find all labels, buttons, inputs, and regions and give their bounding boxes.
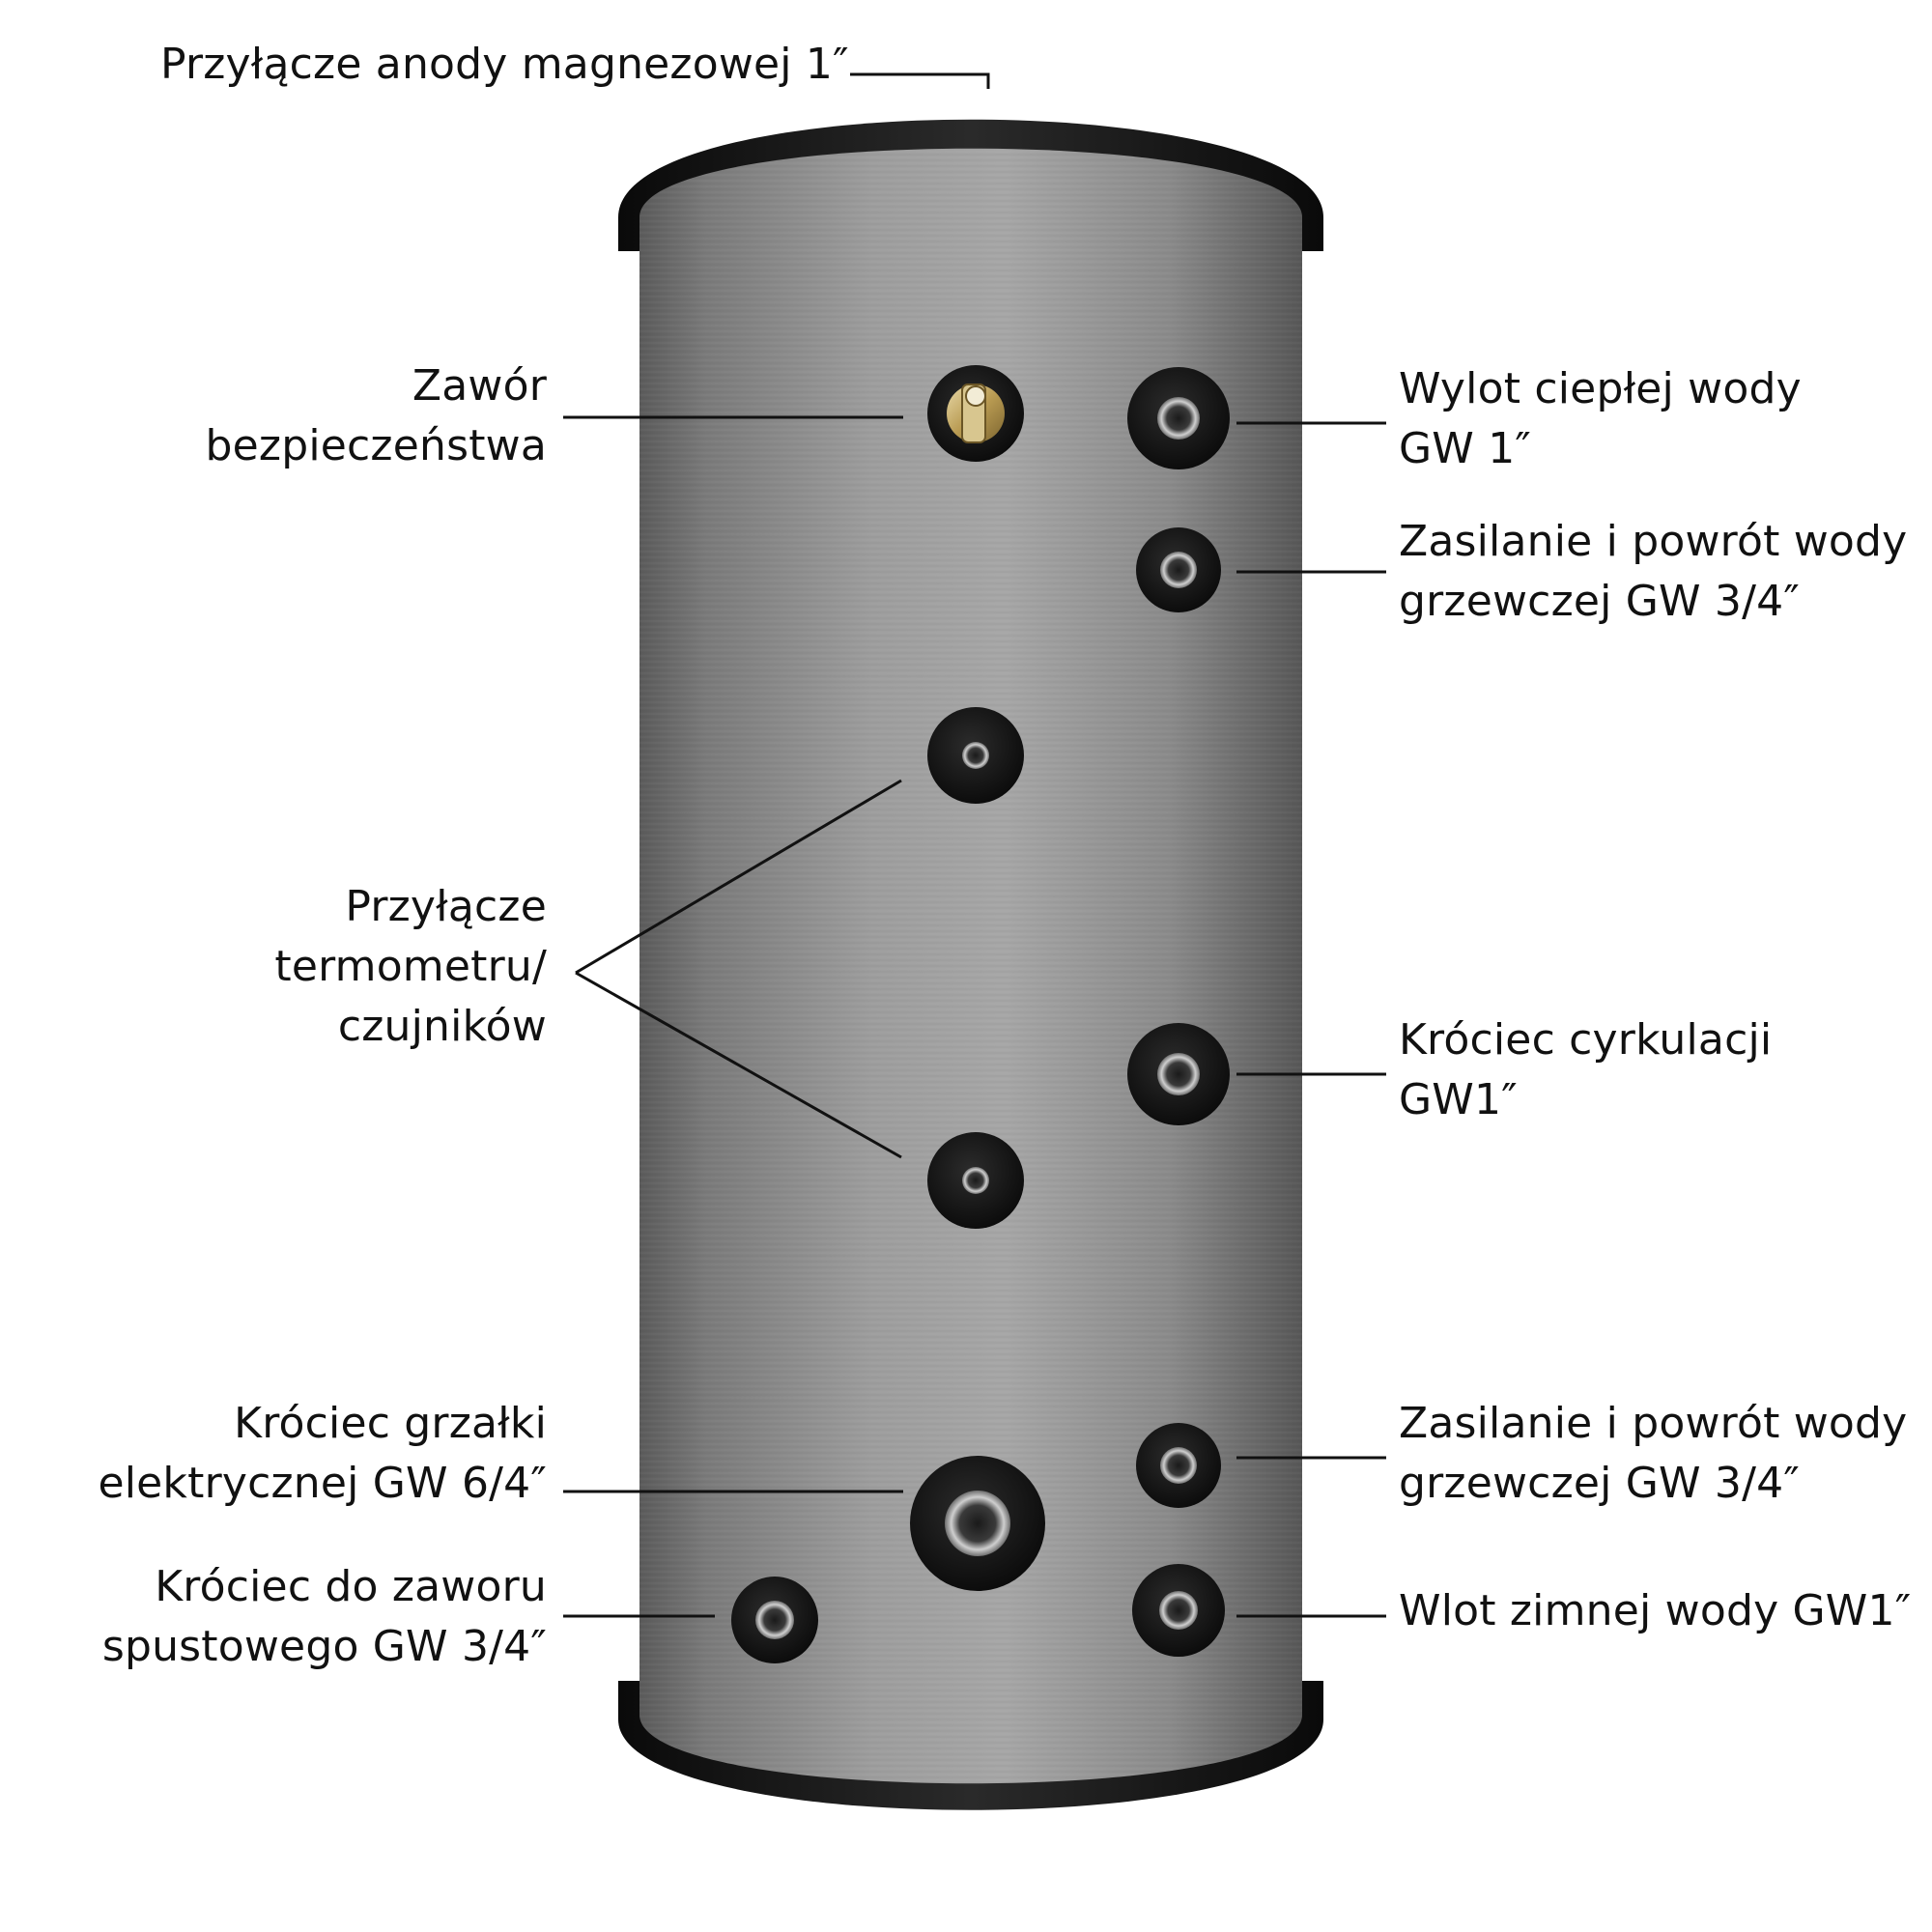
thermometer-connection-label: Przyłącze termometru/ czujników (274, 877, 547, 1057)
thermometer-lower-leader-line (575, 971, 902, 1159)
hot-water-outlet-label: Wylot ciepłej wody GW 1″ (1399, 359, 1802, 479)
hot-water-outlet-port (1127, 367, 1230, 469)
cold-water-inlet-port (1132, 1564, 1225, 1657)
safety-valve-label-line-1: Zawór (412, 361, 547, 411)
tank-body-texture (639, 148, 1302, 1784)
heating-supply-upper-port (1136, 527, 1221, 612)
heating-supply-lower-port (1136, 1423, 1221, 1508)
heating-upper-label-line-2: grzewczej GW 3/4″ (1399, 577, 1800, 626)
electric-heater-port (910, 1456, 1045, 1591)
circulation-port (1127, 1023, 1230, 1125)
heating-supply-lower-label: Zasilanie i powrót wody grzewczej GW 3/4… (1399, 1394, 1907, 1514)
anode-connection-label: Przyłącze anody magnezowej 1″ (160, 35, 849, 95)
anode-label-line-1: Przyłącze anody magnezowej 1″ (160, 40, 849, 89)
drain-valve-socket-label: Króciec do zaworu spustowego GW 3/4″ (102, 1557, 547, 1677)
heating-lower-label-line-2: grzewczej GW 3/4″ (1399, 1459, 1800, 1508)
drain-label-line-1: Króciec do zaworu (155, 1562, 547, 1611)
hot-outlet-label-line-1: Wylot ciepłej wody (1399, 364, 1802, 413)
cold-water-inlet-label: Wlot zimnej wody GW1″ (1399, 1581, 1911, 1641)
thermometer-label-line-3: czujników (337, 1002, 547, 1051)
heater-label-line-2: elektrycznej GW 6/4″ (98, 1459, 547, 1508)
circulation-label-line-1: Króciec cyrkulacji (1399, 1015, 1773, 1065)
thermometer-upper-leader-line (575, 779, 902, 975)
heating-supply-upper-label: Zasilanie i powrót wody grzewczej GW 3/4… (1399, 512, 1907, 632)
circulation-label-line-2: GW1″ (1399, 1075, 1518, 1124)
hot-outlet-label-line-2: GW 1″ (1399, 424, 1532, 473)
tank (618, 119, 1323, 1810)
safety-valve-label: Zawór bezpieczeństwa (206, 356, 548, 476)
anode-leader-line (850, 72, 990, 89)
circulation-socket-label: Króciec cyrkulacji GW1″ (1399, 1010, 1772, 1130)
heating-lower-label-line-1: Zasilanie i powrót wody (1399, 1399, 1908, 1448)
thermometer-lower-port (927, 1132, 1024, 1229)
heater-socket-label: Króciec grzałki elektrycznej GW 6/4″ (98, 1394, 547, 1514)
safety-valve-port (927, 365, 1024, 462)
thermometer-label-line-2: termometru/ (274, 942, 547, 991)
safety-valve-label-line-2: bezpieczeństwa (205, 421, 547, 470)
drain-label-line-2: spustowego GW 3/4″ (101, 1622, 547, 1671)
heater-label-line-1: Króciec grzałki (234, 1399, 547, 1448)
cold-inlet-label-line-1: Wlot zimnej wody GW1″ (1399, 1586, 1912, 1635)
thermometer-label-line-1: Przyłącze (345, 882, 547, 931)
drain-valve-port (731, 1577, 818, 1663)
heating-upper-label-line-1: Zasilanie i powrót wody (1399, 517, 1908, 566)
thermometer-upper-port (927, 707, 1024, 804)
